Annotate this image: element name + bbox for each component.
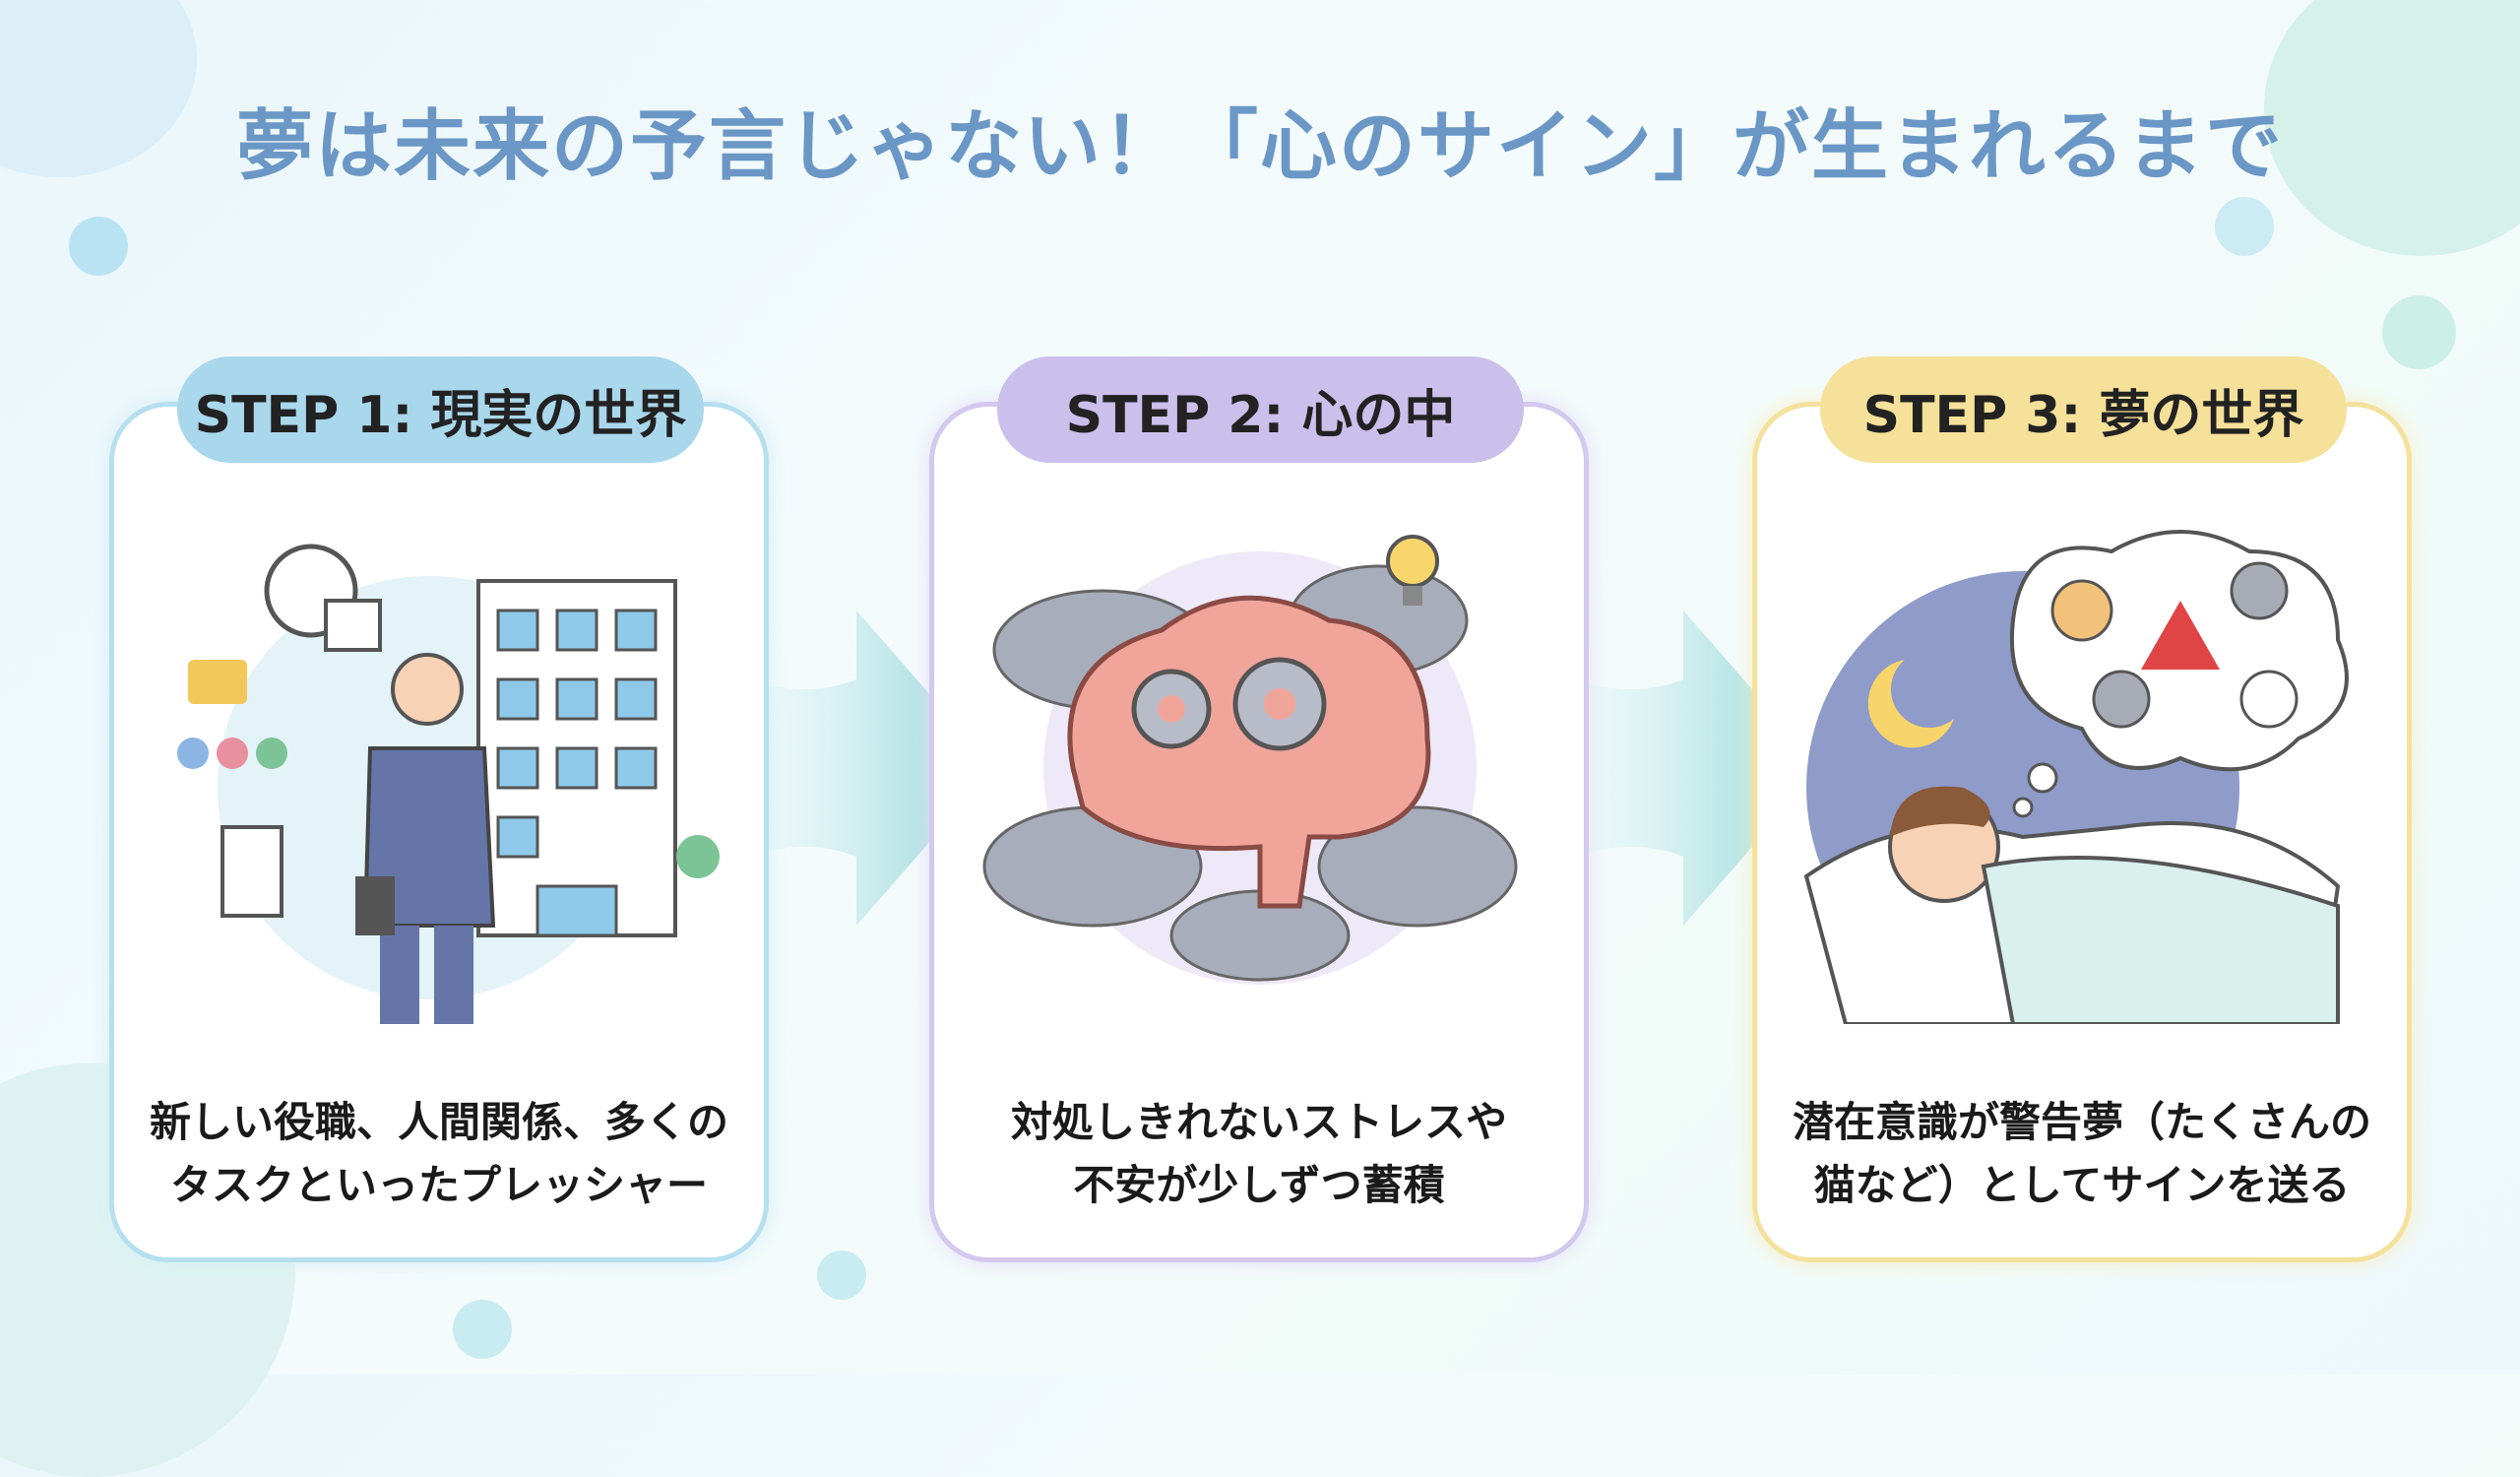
brain-gears-clouds-icon: [982, 535, 1518, 985]
caption-line: 新しい役職、人間関係、多くの: [149, 1098, 728, 1146]
caption-line: 対処しきれないストレスや: [1010, 1098, 1507, 1146]
bg-bubble: [2215, 197, 2274, 256]
flow-arrow-1: [748, 610, 994, 926]
bg-bubble: [453, 1300, 512, 1359]
step3-caption: 潜在意識が警告夢（たくさんの 猫など）としてサインを送る: [1752, 1091, 2412, 1217]
caption-line: 猫など）としてサインを送る: [1813, 1161, 2351, 1209]
page-title: 夢は未来の予言じゃない！「心のサイン」が生まれるまで: [235, 102, 2284, 191]
flow-arrow-2: [1575, 610, 1821, 926]
businessman-building-icon: [177, 544, 720, 1024]
step3-label: STEP 3: 夢の世界: [1820, 356, 2347, 463]
step2-caption: 対処しきれないストレスや 不安が少しずつ蓄積: [929, 1091, 1589, 1217]
caption-line: 不安が少しずつ蓄積: [1073, 1161, 1445, 1209]
bg-bubble: [69, 217, 128, 276]
bg-bubble: [2382, 295, 2456, 369]
caption-line: タスクといったプレッシャー: [169, 1161, 708, 1209]
step1-label: STEP 1: 現実の世界: [177, 356, 704, 463]
bg-bubble: [817, 1251, 866, 1300]
sleeping-dream-cats-icon: [1803, 530, 2349, 1024]
step1-caption: 新しい役職、人間関係、多くの タスクといったプレッシャー: [109, 1091, 769, 1217]
step2-label: STEP 2: 心の中: [997, 356, 1524, 463]
caption-line: 潜在意識が警告夢（たくさんの: [1792, 1098, 2371, 1146]
